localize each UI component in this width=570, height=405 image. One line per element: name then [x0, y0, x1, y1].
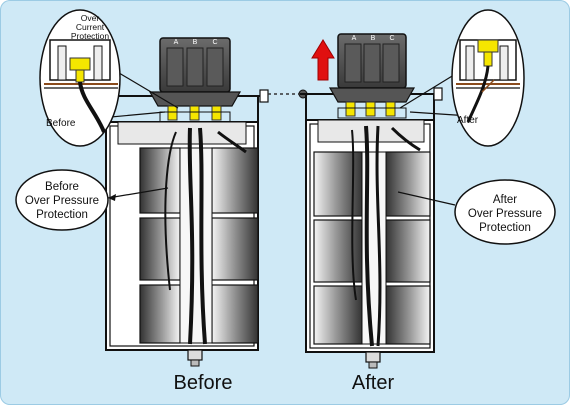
after-cell-br: [385, 285, 431, 345]
after-battery: [300, 33, 443, 369]
before-cell-ml: [139, 217, 181, 281]
before-cell-mr: [211, 217, 259, 281]
before-battery: [95, 37, 269, 367]
before-cell-bl: [139, 284, 181, 344]
after-over-pressure-text: After Over Pressure Protection: [467, 194, 543, 234]
before-over-pressure-text: Before Over Pressure Protection: [24, 181, 100, 221]
after-caption: After: [351, 372, 395, 394]
after-cell-tr: [385, 151, 431, 217]
before-pressure-callout: [15, 169, 169, 231]
before-terminal-a: A: [173, 39, 179, 46]
before-cell-br: [211, 284, 259, 344]
after-cell-ml: [313, 219, 363, 283]
before-cell-tl: [139, 147, 181, 214]
after-terminal-c: C: [389, 35, 395, 42]
before-caption: Before: [173, 372, 233, 394]
before-detail-bubble: [39, 9, 179, 147]
over-current-protection-label: Over Current Protection: [70, 13, 110, 41]
after-cell-bl: [313, 285, 363, 345]
after-pressure-callout: [397, 179, 556, 245]
before-terminal-b: B: [192, 39, 198, 46]
after-terminal-a: A: [351, 35, 357, 42]
red-up-arrow-icon: [311, 39, 335, 81]
right-bubble-after-label: After: [457, 115, 479, 126]
left-bubble-before-label: Before: [46, 118, 76, 129]
before-terminal-c: C: [212, 39, 218, 46]
before-cell-tr: [211, 147, 259, 214]
after-cell-tl: [313, 151, 363, 217]
after-terminal-b: B: [370, 35, 376, 42]
after-detail-bubble: [399, 9, 525, 147]
after-cell-mr: [385, 219, 431, 283]
